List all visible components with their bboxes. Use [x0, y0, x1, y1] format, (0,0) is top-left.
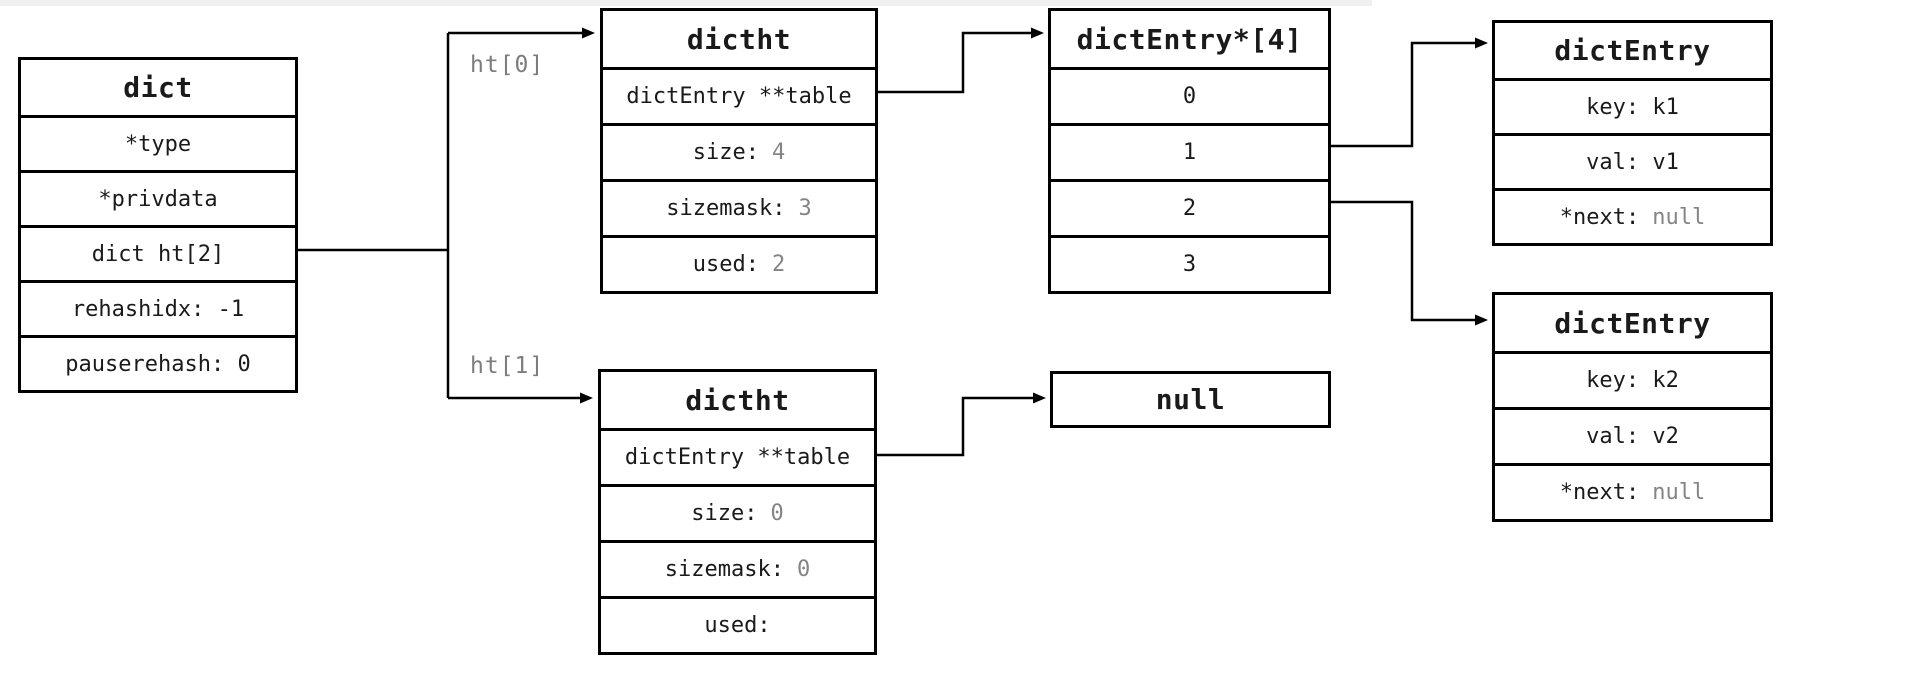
entry1-box-title: dictEntry: [1554, 34, 1711, 67]
dictht1-box: dictht dictEntry **table size:0 sizemask…: [598, 369, 877, 655]
bucket-row-1: 1: [1051, 123, 1328, 179]
dictht1-box-title: dictht: [685, 383, 790, 417]
bucket-row-2: 2: [1051, 179, 1328, 235]
bucket-array-box: dictEntry*[4] 0 1 2 3: [1048, 8, 1331, 294]
dict-box: dict *type *privdata dict ht[2] rehashid…: [18, 57, 298, 393]
dictht0-box-title: dictht: [686, 22, 792, 56]
arrow-bucket1-to-entry1: [1331, 37, 1488, 148]
arrow-table1-to-null: [877, 392, 1046, 457]
entry1-box: dictEntry key: k1 val: v1 *next:null: [1492, 20, 1773, 246]
bucket-row-3: 3: [1051, 235, 1328, 291]
pointer-label-ht0: ht[0]: [470, 52, 545, 78]
arrow-table0-to-buckets: [878, 27, 1044, 94]
entry2-box: dictEntry key: k2 val: v2 *next:null: [1492, 292, 1773, 522]
pointer-label-ht1: ht[1]: [470, 353, 545, 379]
null-box-title: null: [1155, 383, 1226, 416]
bucket-row-0: 0: [1051, 67, 1328, 123]
dictht1-row-used: used:: [601, 596, 874, 652]
entry1-row-key: key: k1: [1495, 78, 1770, 133]
entry2-box-title: dictEntry: [1554, 306, 1711, 340]
dict-row-privdata: *privdata: [21, 170, 295, 225]
entry1-row-val: val: v1: [1495, 133, 1770, 188]
dict-row-pauserehash: pauserehash: 0: [21, 335, 295, 390]
entry2-row-val: val: v2: [1495, 407, 1770, 463]
dict-box-title: dict: [123, 71, 193, 104]
dict-row-rehashidx: rehashidx: -1: [21, 280, 295, 335]
bucket-array-title: dictEntry*[4]: [1076, 22, 1303, 56]
dict-row-type: *type: [21, 115, 295, 170]
top-window-strip: [0, 0, 1372, 6]
dictht0-row-sizemask: sizemask:3: [603, 179, 875, 235]
dictht0-row-used: used:2: [603, 235, 875, 291]
entry2-row-key: key: k2: [1495, 351, 1770, 407]
dictht0-row-size: size:4: [603, 123, 875, 179]
arrow-bucket2-to-entry2: [1331, 200, 1488, 326]
dictht1-row-size: size:0: [601, 484, 874, 540]
null-box: null: [1050, 371, 1331, 428]
dictht0-box: dictht dictEntry **table size:4 sizemask…: [600, 8, 878, 294]
dictht0-row-table: dictEntry **table: [603, 67, 875, 123]
entry2-row-next: *next:null: [1495, 463, 1770, 519]
dict-row-ht: dict ht[2]: [21, 225, 295, 280]
entry1-row-next: *next:null: [1495, 188, 1770, 243]
dictht1-row-table: dictEntry **table: [601, 428, 874, 484]
dictht1-row-sizemask: sizemask:0: [601, 540, 874, 596]
